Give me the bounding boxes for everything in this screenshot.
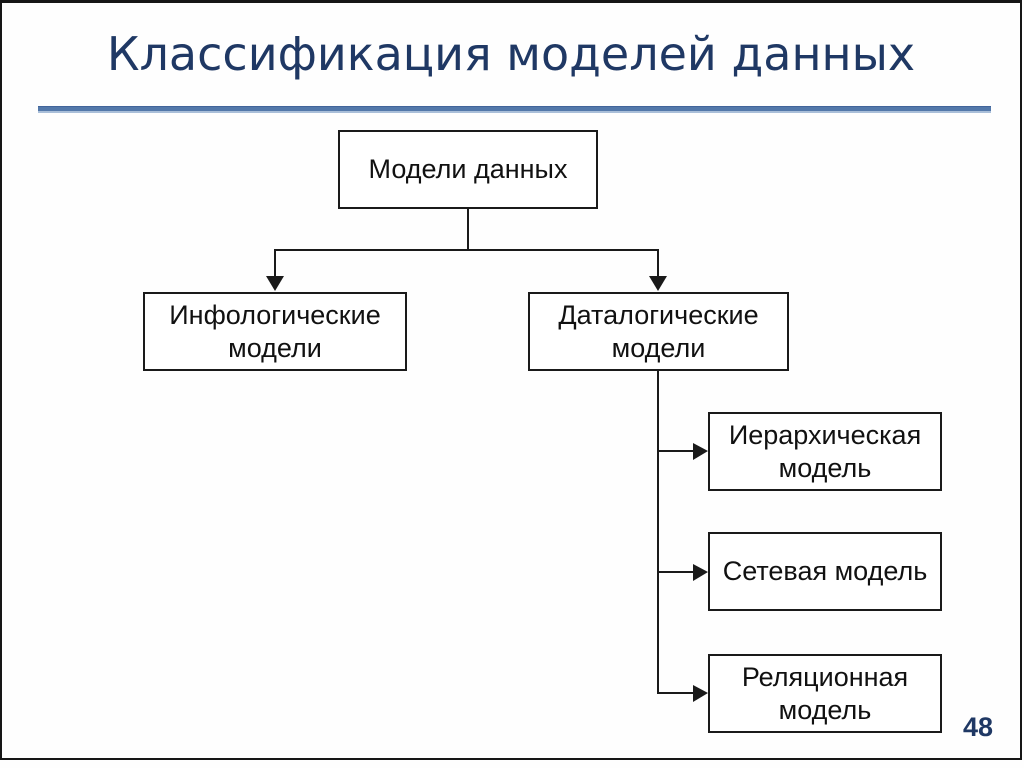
node-relational-model: Реляционная модель	[708, 654, 942, 733]
arrowhead-right-network	[693, 564, 708, 581]
node-data-models: Модели данных	[338, 130, 598, 209]
node-datalogical-models: Даталогические модели	[528, 292, 789, 371]
page-number: 48	[962, 712, 994, 742]
node-network-model-label: Сетевая модель	[722, 556, 928, 586]
node-network-model: Сетевая модель	[708, 532, 942, 611]
arrowhead-right-hierarchical	[693, 443, 708, 460]
node-infological-models: Инфологические модели	[143, 292, 407, 371]
node-hierarchical-model: Иерархическая модель	[708, 412, 942, 491]
node-datalogical-models-label: Даталогические модели	[558, 299, 759, 363]
node-infological-models-label: Инфологические модели	[169, 299, 381, 363]
arrowhead-right-relational	[693, 685, 708, 702]
title-divider	[38, 106, 991, 113]
node-relational-model-label: Реляционная модель	[741, 661, 909, 725]
slide-title: Классификация моделей данных	[106, 27, 916, 81]
node-hierarchical-model-label: Иерархическая модель	[728, 419, 922, 483]
arrowhead-down-right	[649, 276, 667, 291]
node-data-models-label: Модели данных	[368, 154, 568, 184]
arrowhead-down-left	[266, 276, 284, 291]
